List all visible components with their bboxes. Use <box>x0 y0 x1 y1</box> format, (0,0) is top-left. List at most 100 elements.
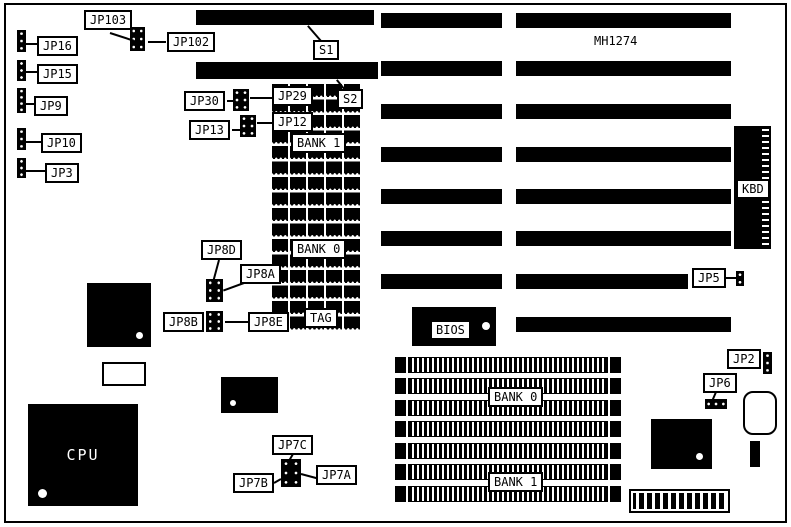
label-bank0-bottom: BANK 0 <box>488 387 544 407</box>
simm-clip <box>610 421 621 437</box>
expansion-slot <box>196 10 374 25</box>
leader-line <box>26 170 45 172</box>
qfp-chip <box>87 283 151 347</box>
leader-line <box>225 321 248 323</box>
expansion-slot <box>381 13 502 28</box>
expansion-slot <box>196 62 378 79</box>
leader-line <box>148 41 166 43</box>
label-jp102: JP102 <box>167 32 216 52</box>
jumper-jp103-jp102 <box>130 27 145 51</box>
leader-line <box>26 43 37 45</box>
leader-line <box>232 129 241 131</box>
expansion-slot <box>516 231 731 246</box>
jumper-jp5 <box>736 271 744 286</box>
label-bank0-top: BANK 0 <box>291 239 347 259</box>
label-jp7a: JP7A <box>316 465 357 485</box>
leader-line <box>257 122 272 124</box>
simm-clip <box>610 400 621 416</box>
jumper-jp8d-jp8a <box>206 279 223 302</box>
label-jp8a: JP8A <box>240 264 281 284</box>
chip-notch <box>482 322 490 330</box>
power-connector <box>629 489 730 513</box>
leader-line <box>26 103 34 105</box>
crystal-oscillator <box>102 362 146 386</box>
label-kbd: KBD <box>736 179 770 199</box>
leader-line <box>250 97 272 99</box>
label-jp10: JP10 <box>41 133 82 153</box>
label-jp8e: JP8E <box>248 312 289 332</box>
support-chip <box>221 377 278 413</box>
battery <box>743 391 777 435</box>
cpu-chip: CPU <box>28 404 138 506</box>
pin1-marker <box>38 489 47 498</box>
label-jp8b: JP8B <box>163 312 204 332</box>
io-controller-chip <box>651 419 712 469</box>
leader-line <box>227 100 234 102</box>
simm-pins <box>408 357 608 373</box>
simm-socket <box>395 443 621 459</box>
expansion-slot <box>381 189 502 204</box>
label-jp7c: JP7C <box>272 435 313 455</box>
expansion-slot <box>516 13 731 28</box>
simm-pins <box>408 421 608 437</box>
jumper-jp30-jp29 <box>233 89 249 111</box>
expansion-slot <box>516 104 731 119</box>
label-s1: S1 <box>313 40 340 60</box>
pin1-marker <box>136 332 143 339</box>
simm-socket <box>395 357 621 373</box>
jumper-jp8b-jp8e <box>206 311 223 332</box>
simm-clip <box>395 486 406 502</box>
pin1-marker <box>696 453 703 460</box>
label-jp3: JP3 <box>45 163 79 183</box>
jumper-jp9 <box>17 88 26 113</box>
label-jp5: JP5 <box>692 268 726 288</box>
cpu-label: CPU <box>66 446 100 464</box>
simm-clip <box>395 421 406 437</box>
expansion-slot <box>381 104 502 119</box>
board-model-text: MH1274 <box>594 34 638 48</box>
label-jp13: JP13 <box>189 120 230 140</box>
expansion-slot <box>516 317 731 332</box>
expansion-slot <box>516 147 731 162</box>
jumper-jp3 <box>17 158 26 178</box>
expansion-slot <box>381 231 502 246</box>
label-jp9: JP9 <box>34 96 68 116</box>
simm-pins <box>408 443 608 459</box>
jumper-jp2 <box>763 352 772 374</box>
simm-clip <box>610 464 621 480</box>
label-bank1-bottom: BANK 1 <box>488 472 544 492</box>
simm-clip <box>610 443 621 459</box>
leader-line <box>726 277 736 279</box>
label-tag: TAG <box>304 308 338 328</box>
expansion-slot <box>381 274 502 289</box>
expansion-slot <box>381 147 502 162</box>
simm-clip <box>395 378 406 394</box>
label-bank1-top: BANK 1 <box>291 133 347 153</box>
small-component <box>750 441 760 467</box>
jumper-jp7 <box>281 459 301 487</box>
simm-clip <box>395 443 406 459</box>
expansion-slot <box>516 274 688 289</box>
simm-clip <box>610 357 621 373</box>
label-bios: BIOS <box>430 320 471 340</box>
label-jp30: JP30 <box>184 91 225 111</box>
jumper-jp6 <box>705 399 727 409</box>
simm-socket <box>395 421 621 437</box>
label-jp7b: JP7B <box>233 473 274 493</box>
jumper-jp13-jp12 <box>240 115 256 137</box>
pin1-marker <box>230 400 236 406</box>
leader-line <box>26 141 41 143</box>
label-jp103: JP103 <box>84 10 133 30</box>
board-outline <box>4 3 787 523</box>
label-jp12: JP12 <box>272 112 313 132</box>
expansion-slot <box>381 61 502 76</box>
simm-clip <box>395 464 406 480</box>
jumper-jp16 <box>17 30 26 52</box>
expansion-slot <box>516 61 731 76</box>
label-s2: S2 <box>337 89 364 109</box>
jumper-jp15 <box>17 60 26 81</box>
simm-clip <box>395 357 406 373</box>
label-jp6: JP6 <box>703 373 737 393</box>
leader-line <box>26 71 37 73</box>
